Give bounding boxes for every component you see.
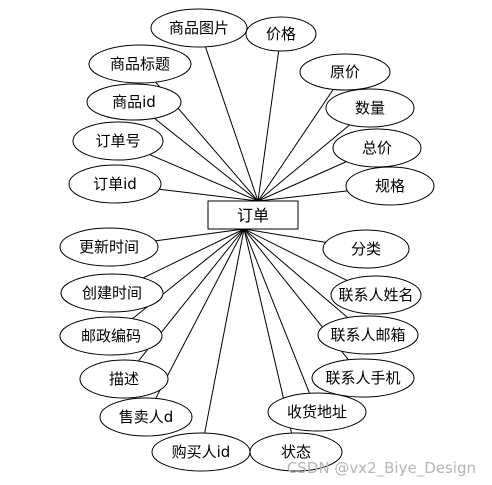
attribute-ellipse <box>72 121 164 161</box>
attribute-ellipse <box>322 229 410 269</box>
attribute-node: 描述 <box>79 359 169 399</box>
attribute-label: 原价 <box>330 63 360 81</box>
relationship-line <box>155 228 245 399</box>
attribute-label: 价格 <box>266 25 296 43</box>
attribute-label: 购买人id <box>172 443 231 461</box>
attribute-label: 联系人姓名 <box>338 286 413 304</box>
attribute-node: 订单号 <box>72 121 164 161</box>
attribute-ellipse <box>311 358 415 398</box>
attribute-label: 更新时间 <box>79 238 139 256</box>
attribute-node: 联系人手机 <box>311 358 415 398</box>
attribute-ellipse <box>86 83 182 121</box>
relationship-line <box>243 228 349 319</box>
attribute-node: 订单id <box>68 164 162 204</box>
attribute-label: 描述 <box>109 370 139 388</box>
relationship-line <box>243 228 348 281</box>
attribute-ellipse <box>60 273 164 313</box>
relationship-line <box>142 228 245 279</box>
attribute-ellipse <box>88 44 192 84</box>
relationship-line <box>155 228 245 242</box>
relationship-line <box>257 124 351 202</box>
relationship-line <box>257 50 280 202</box>
attribute-node: 总价 <box>332 128 422 168</box>
relationship-line <box>257 89 334 202</box>
attribute-ellipse <box>59 227 159 267</box>
attribute-node: 分类 <box>322 229 410 269</box>
watermark: CSDN @vx2_Biye_Design <box>287 459 476 478</box>
attribute-ellipse <box>79 359 169 399</box>
relationship-line <box>243 228 310 394</box>
attribute-node: 商品id <box>86 83 182 121</box>
attribute-ellipse <box>330 275 422 315</box>
relationship-lines <box>132 46 351 434</box>
attribute-node: 创建时间 <box>60 273 164 313</box>
attribute-label: 商品标题 <box>110 55 170 73</box>
attribute-ellipse <box>332 128 422 168</box>
attribute-node: 售卖人d <box>99 397 193 437</box>
attribute-label: 商品id <box>112 93 156 111</box>
attribute-ellipse <box>267 392 367 432</box>
attribute-label: 分类 <box>351 240 381 258</box>
attribute-label: 创建时间 <box>82 284 142 302</box>
attribute-node: 更新时间 <box>59 227 159 267</box>
attribute-node: 原价 <box>299 53 391 91</box>
relationship-line <box>257 161 347 202</box>
attribute-node: 商品图片 <box>150 8 248 48</box>
attribute-node: 联系人邮箱 <box>317 315 419 355</box>
attribute-node: 数量 <box>325 88 415 128</box>
attribute-label: 商品图片 <box>169 19 229 37</box>
relationship-line <box>154 117 259 202</box>
attribute-label: 状态 <box>281 443 311 461</box>
attribute-ellipse <box>325 88 415 128</box>
attribute-label: 收货地址 <box>287 403 347 421</box>
attribute-ellipse <box>249 432 343 472</box>
relationship-line <box>257 190 348 202</box>
entity-box <box>207 200 299 230</box>
attribute-node: 状态 <box>249 432 343 472</box>
attribute-node: 购买人id <box>151 432 251 472</box>
attribute-label: 订单id <box>93 175 137 193</box>
attribute-node: 价格 <box>245 16 317 52</box>
attribute-label: 邮政编码 <box>81 327 141 345</box>
attribute-label: 数量 <box>355 99 385 117</box>
attribute-label: 总价 <box>362 139 392 157</box>
attribute-label: 售卖人d <box>119 408 174 426</box>
entity-label: 订单 <box>237 206 269 225</box>
attribute-node: 规格 <box>345 166 435 206</box>
attribute-node: 邮政编码 <box>59 316 163 356</box>
attribute-ellipse <box>299 53 391 91</box>
attribute-node: 联系人姓名 <box>330 275 422 315</box>
attribute-ellipse <box>68 164 162 204</box>
attribute-ellipse <box>150 8 248 48</box>
attribute-ellipse <box>59 316 163 356</box>
attribute-label: 订单号 <box>95 132 140 150</box>
relationship-line <box>149 154 259 202</box>
attribute-ellipse <box>99 397 193 437</box>
relationship-line <box>159 188 259 202</box>
attribute-label: 联系人手机 <box>325 369 400 387</box>
relationship-line <box>243 228 326 243</box>
attribute-node: 商品标题 <box>88 44 192 84</box>
entity-order: 订单 <box>207 200 299 230</box>
attribute-ellipse <box>345 166 435 206</box>
attribute-ellipse <box>317 315 419 355</box>
attribute-label: 规格 <box>375 177 405 195</box>
attribute-label: 联系人邮箱 <box>330 326 405 344</box>
attribute-node: 收货地址 <box>267 392 367 432</box>
relationship-line <box>204 228 245 434</box>
relationship-line <box>204 46 259 202</box>
attribute-ellipse <box>245 16 317 52</box>
